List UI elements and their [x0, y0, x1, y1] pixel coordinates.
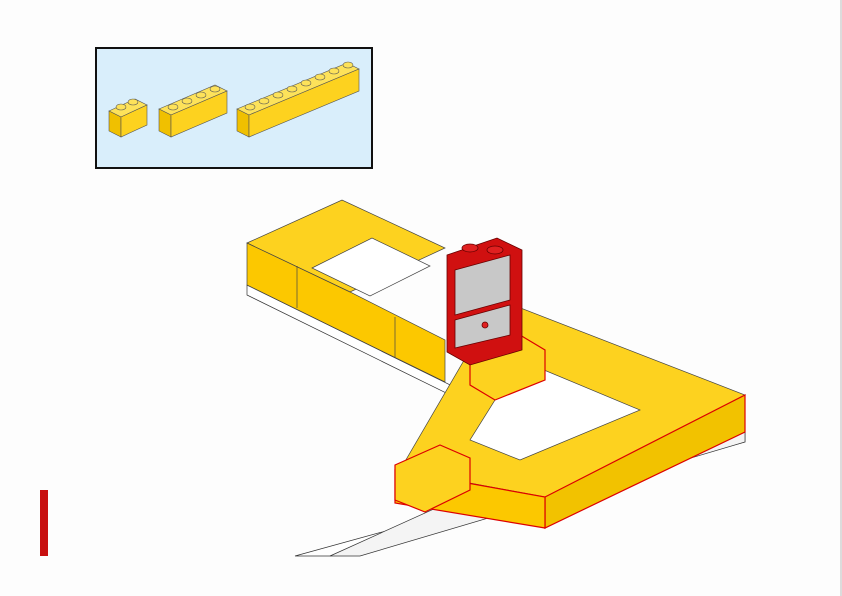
page-edge: [840, 0, 842, 596]
base-plate: [246, 284, 746, 557]
brick-1x8-icon: [236, 61, 360, 138]
parts-callout: [95, 47, 373, 169]
parts-illustration: [108, 61, 360, 138]
brick-1x4-icon: [158, 84, 228, 138]
upper-wall: [246, 199, 446, 383]
lower-l-wall: [394, 299, 746, 529]
brick-1x2-icon: [108, 98, 148, 138]
door: [446, 237, 523, 366]
red-part-edge: [40, 490, 48, 556]
